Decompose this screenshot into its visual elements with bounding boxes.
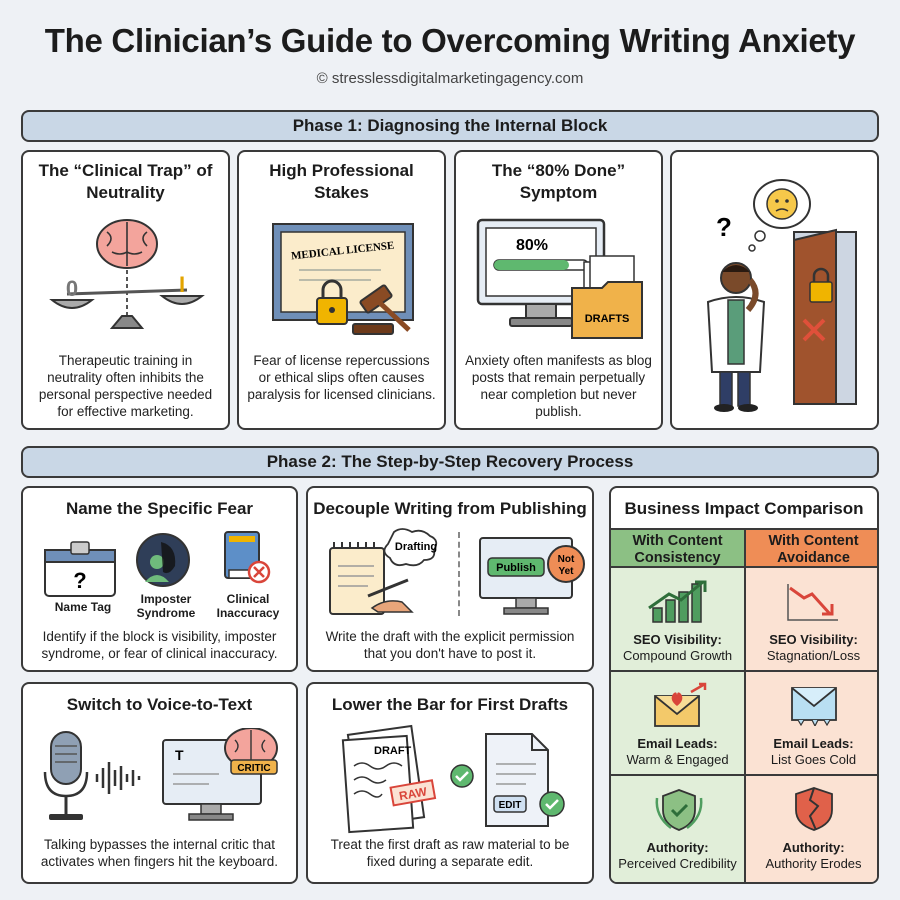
card-title: High Professional Stakes [269,161,414,202]
card-title: Decouple Writing from Publishing [313,499,587,518]
row-key: Email Leads: [773,736,854,751]
cell-seo-good: SEO Visibility: Compound Growth [611,568,746,672]
card-clinician-illustration: ? [670,150,879,430]
card-text: Talking bypasses the internal critic tha… [40,837,279,869]
divider [458,532,460,616]
notepad-writing-icon: Drafting [329,528,438,615]
medical-license-icon: MEDICAL LICENSE [272,223,414,335]
card-80-percent: The “80% Done” Symptom 80% DRAFTS Anxiet… [454,150,663,430]
row-key: Authority: [782,840,845,855]
column-header-avoidance: With Content Avoidance [746,528,877,568]
monitor-publish-icon: Publish Not Yet [479,537,585,615]
cell-authority-bad: Authority: Authority Erodes [746,776,877,882]
row-key: SEO Visibility: [769,632,858,647]
icon-label-clinical: Clinical Inaccuracy [216,592,280,620]
worried-face-icon [766,188,798,220]
scale-label-i: I [179,272,185,297]
row-value: Authority Erodes [765,856,862,871]
card-text: Treat the first draft as raw material to… [330,837,570,869]
card-title: The “80% Done” Symptom [491,161,626,202]
draft-edit-icon: DRAFT RAW EDIT [341,724,565,834]
heart-envelope-icon [654,682,707,727]
not-label: Not [558,554,575,565]
imposter-syndrome-icon [136,533,190,587]
rising-bar-chart-icon [648,580,707,623]
card-text: Identify if the block is visibility, imp… [41,629,278,661]
card-text: Fear of license repercussions or ethical… [247,353,436,402]
card-title: The “Clinical Trap” of Neutrality [38,161,213,202]
critic-label: CRITIC [237,763,270,774]
raw-label: RAW [398,784,429,803]
row-value: Stagnation/Loss [766,648,861,663]
row-key: Email Leads: [637,736,718,751]
yet-label: Yet [558,566,574,577]
microphone-monitor-icon: T CRITIC [43,728,278,821]
frozen-envelope-icon [791,687,837,726]
doctor-locked-door-icon: ? [706,179,857,412]
row-value: Compound Growth [622,648,733,663]
falling-chart-icon [787,584,838,621]
drafting-label: Drafting [395,541,437,553]
edit-label: EDIT [499,800,522,811]
comparison-title: Business Impact Comparison [624,499,864,518]
card-text: Write the draft with the explicit permis… [325,629,575,661]
cell-authority-good: Authority: Perceived Credibility [611,776,746,882]
scale-label-zero: 0 [66,276,78,301]
card-clinical-trap: The “Clinical Trap” of Neutrality 0 I Th… [21,150,230,430]
monitor-drafts-icon: 80% DRAFTS [476,218,643,339]
row-key: SEO Visibility: [633,632,722,647]
brain-scale-icon: 0 I [49,219,205,329]
publish-label: Publish [496,562,536,574]
clinical-inaccuracy-icon [224,531,271,584]
cell-email-good: Email Leads: Warm & Engaged [611,672,746,776]
svg-text:?: ? [73,568,86,593]
cracked-shield-icon [795,787,833,831]
row-value: List Goes Cold [770,752,857,767]
drafts-label: DRAFTS [585,313,630,325]
card-text: Anxiety often manifests as blog posts th… [465,353,652,419]
step-lower-the-bar: Lower the Bar for First Drafts DRAFT RAW… [306,682,594,884]
icon-label-name-tag: Name Tag [54,600,112,614]
page-subtitle: © stresslessdigitalmarketingagency.com [316,70,584,87]
phase2-heading: Phase 2: The Step-by-Step Recovery Proce… [21,446,879,478]
comparison-panel: Business Impact Comparison With Content … [609,486,879,884]
step-voice-to-text: Switch to Voice-to-Text T CRITIC Talking… [21,682,298,884]
laurel-shield-icon [655,789,703,831]
row-value: Perceived Credibility [618,856,737,871]
card-title: Name the Specific Fear [65,499,254,518]
page-title: The Clinician’s Guide to Overcoming Writ… [44,22,856,59]
cell-seo-bad: SEO Visibility: Stagnation/Loss [746,568,877,672]
draft-label: DRAFT [374,745,412,757]
x-mark-icon [802,318,826,342]
row-key: Authority: [646,840,709,855]
row-value: Warm & Engaged [626,752,729,767]
step-decouple: Decouple Writing from Publishing Draftin… [306,486,594,672]
icon-label-imposter: Imposter Syndrome [136,592,196,620]
question-mark-icon: ? [716,212,732,242]
locked-door-icon [793,228,837,405]
text-cursor-label: T [175,747,184,763]
step-name-fear: Name the Specific Fear ? Name Tag Impost… [21,486,298,672]
column-header-consistency: With Content Consistency [611,528,746,568]
card-text: Therapeutic training in neutrality often… [38,353,213,419]
phase1-heading: Phase 1: Diagnosing the Internal Block [21,110,879,142]
card-professional-stakes: High Professional Stakes MEDICAL LICENSE… [237,150,446,430]
card-title: Switch to Voice-to-Text [66,695,253,714]
cell-email-bad: Email Leads: List Goes Cold [746,672,877,776]
progress-label: 80% [516,237,548,254]
card-title: Lower the Bar for First Drafts [331,695,569,714]
name-tag-icon: ? [44,541,116,597]
